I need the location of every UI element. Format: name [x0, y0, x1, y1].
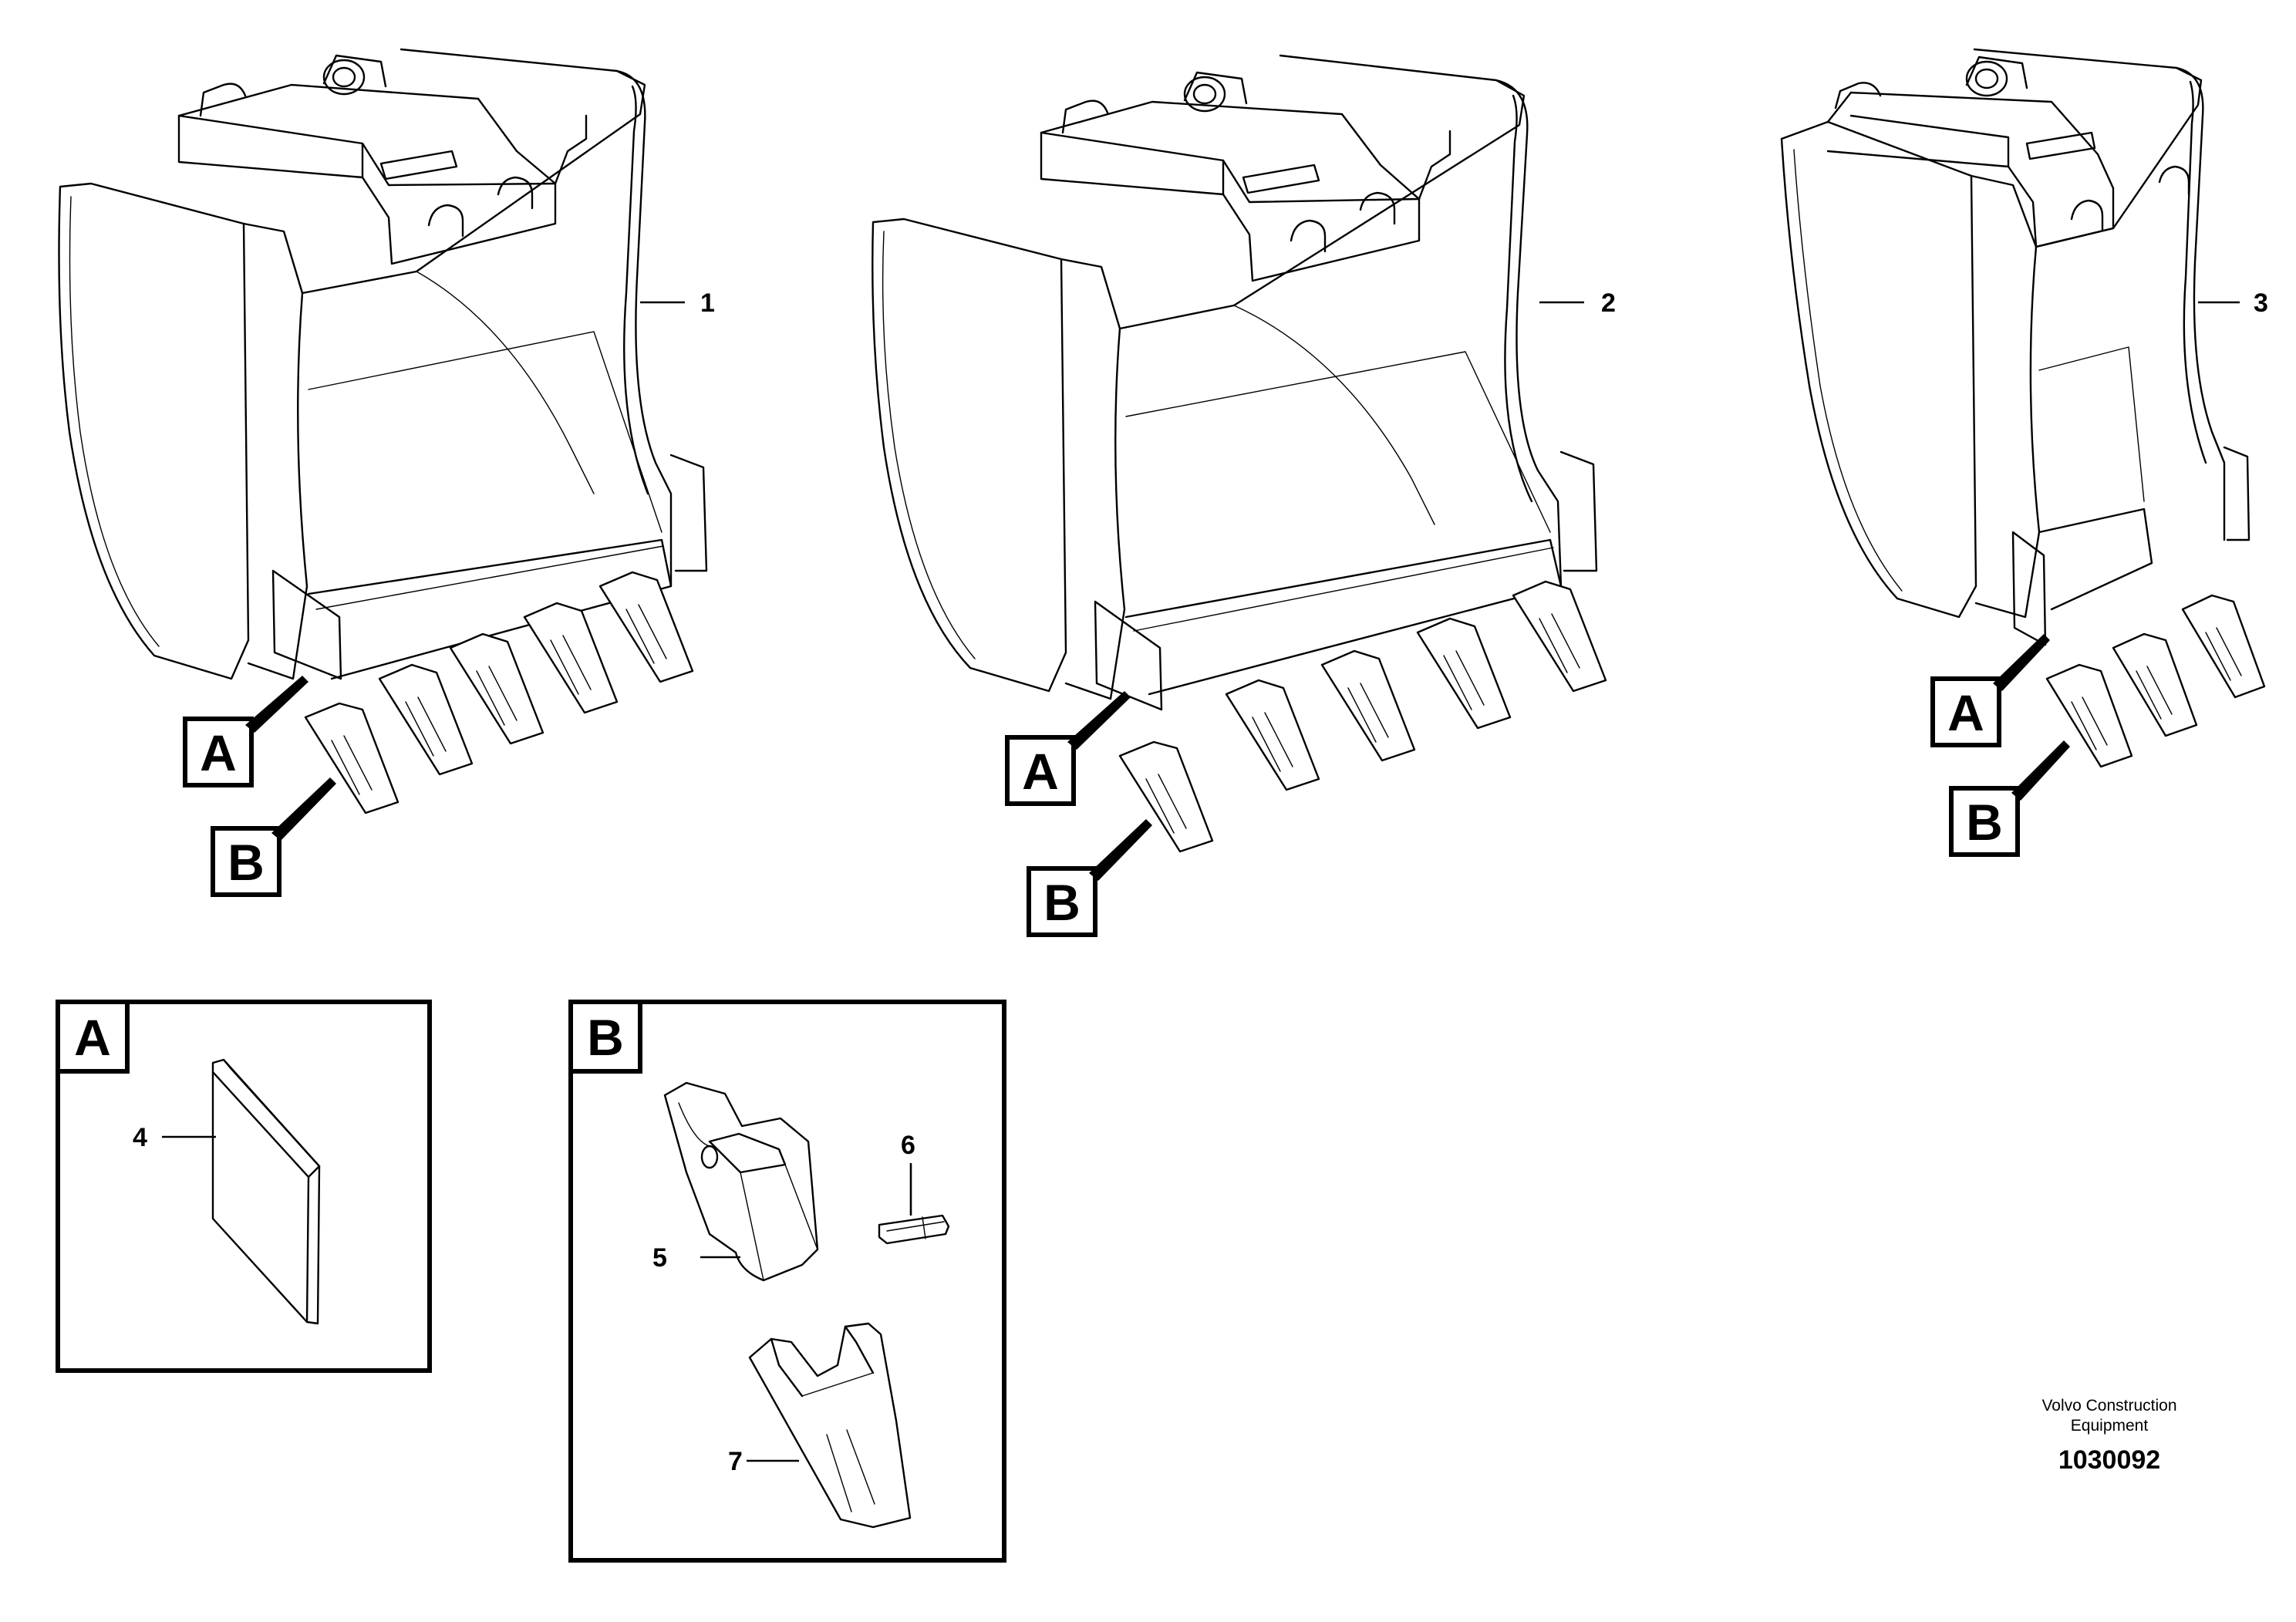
publisher-line-1: Volvo Construction	[2041, 1397, 2176, 1415]
detail-panel-a	[56, 1000, 432, 1373]
footer-block: Volvo Construction Equipment 1030092	[2041, 1397, 2176, 1475]
tag-a-2-text: A	[1022, 743, 1059, 800]
callout-labels: 1 2 3 4 5 6 7	[133, 288, 2268, 1476]
tooth-tip-drawing	[663, 1081, 819, 1282]
bucket-2-teeth	[1118, 580, 1607, 853]
tag-b-1-text: B	[228, 834, 265, 891]
tag-a-bucket-3	[1930, 634, 2050, 747]
wear-plate-drawing	[211, 1058, 321, 1325]
bucket-3-drawing	[1780, 48, 2266, 768]
illustration-code: 1030092	[2058, 1445, 2160, 1475]
tag-a-bucket-2	[1005, 691, 1131, 806]
retainer-pin-drawing	[878, 1214, 950, 1245]
bucket-3-teeth	[2045, 594, 2266, 768]
tag-b-3-text: B	[1966, 794, 2003, 851]
detail-panel-b	[568, 1000, 1006, 1563]
panel-b-tag-text: B	[587, 1009, 624, 1066]
tag-a-3-text: A	[1947, 684, 1984, 741]
adapter-drawing	[748, 1322, 912, 1529]
tag-b-bucket-2	[1027, 819, 1152, 937]
detail-tag-labels: A B A B A B A B	[74, 684, 2003, 1066]
tag-b-2-text: B	[1043, 874, 1081, 931]
callout-6-label: 6	[901, 1131, 915, 1160]
callout-3-label: 3	[2254, 288, 2268, 318]
callout-1-label: 1	[700, 288, 715, 318]
bucket-1-teeth	[304, 571, 694, 814]
callout-5-label: 5	[652, 1243, 667, 1273]
tag-b-bucket-1	[211, 777, 336, 897]
publisher-line-2: Equipment	[2071, 1417, 2149, 1435]
tag-a-bucket-1	[183, 676, 308, 787]
callout-4-label: 4	[133, 1123, 147, 1152]
callout-7-label: 7	[728, 1447, 743, 1476]
bucket-1-drawing	[58, 48, 708, 814]
panel-a-tag-text: A	[74, 1009, 111, 1066]
tag-a-1-text: A	[200, 724, 237, 781]
tag-b-bucket-3	[1949, 740, 2070, 857]
callout-2-label: 2	[1601, 288, 1616, 318]
bucket-2-drawing	[872, 54, 1607, 853]
